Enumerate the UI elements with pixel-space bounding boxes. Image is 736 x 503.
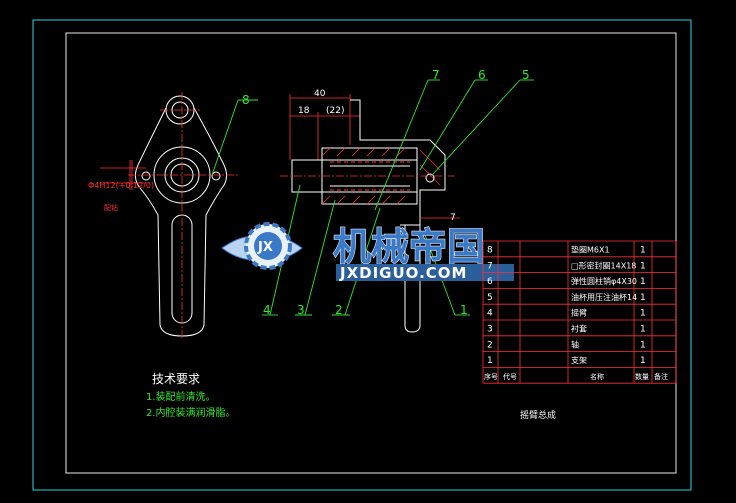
bom-row-name: 轴 bbox=[571, 339, 579, 349]
bom-header-code: 代号 bbox=[503, 372, 517, 381]
bom-header-no: 序号 bbox=[484, 372, 498, 381]
watermark-logo: JX bbox=[257, 240, 273, 255]
bom-row-name: □形密封圈14X18 bbox=[571, 260, 636, 270]
dim-tolerance: 7 bbox=[450, 213, 456, 223]
bom-row-qty: 1 bbox=[640, 340, 646, 350]
bom-header-name: 名称 bbox=[590, 372, 604, 381]
bom-row-no: 4 bbox=[487, 309, 493, 319]
balloon-8: 8 bbox=[242, 93, 250, 107]
bom-row-no: 8 bbox=[487, 246, 493, 256]
balloon-7: 7 bbox=[432, 68, 440, 82]
bom-header-note: 备注 bbox=[654, 372, 668, 381]
bom-row-name: 油杯用压注油杯14 bbox=[571, 292, 637, 302]
bom-caption: 摇臂总成 bbox=[520, 409, 556, 421]
bom-row-qty: 1 bbox=[640, 246, 646, 256]
bom-row-name: 弹性圆柱销φ4X30 bbox=[571, 276, 637, 286]
dim-inner: 18 bbox=[298, 106, 310, 116]
bom-header-qty: 数量 bbox=[635, 372, 649, 381]
balloon-4: 4 bbox=[263, 303, 271, 317]
leader-lines bbox=[211, 79, 534, 316]
balloon-6: 6 bbox=[478, 68, 486, 82]
watermark-cn: 机械帝国 bbox=[333, 225, 485, 269]
bom-row-no: 7 bbox=[487, 261, 493, 271]
bom-row-no: 5 bbox=[487, 293, 493, 303]
balloon-2: 2 bbox=[335, 303, 343, 317]
bom-row-no: 6 bbox=[487, 277, 493, 287]
balloon-5: 5 bbox=[522, 68, 530, 82]
drill-label: 配钻 bbox=[104, 203, 118, 212]
bom-row-no: 3 bbox=[487, 325, 493, 335]
bom-row-qty: 1 bbox=[640, 293, 646, 303]
section-view bbox=[280, 94, 460, 333]
notes-item-2: 2.内腔装满润滑脂。 bbox=[146, 406, 236, 419]
bom-row-no: 1 bbox=[487, 356, 493, 366]
bom-row-name: 摇臂 bbox=[571, 308, 587, 318]
bom-row-qty: 1 bbox=[640, 356, 646, 366]
bom-row-qty: 1 bbox=[640, 309, 646, 319]
fit-dimension: Φ4H12(+0.12/0) bbox=[88, 181, 154, 190]
notes-title: 技术要求 bbox=[152, 372, 200, 386]
watermark-en: JXDIGUO.COM bbox=[339, 264, 467, 282]
outer-border bbox=[32, 19, 692, 491]
dim-overall: 40 bbox=[314, 89, 326, 99]
balloon-3: 3 bbox=[297, 303, 305, 317]
bom-row-no: 2 bbox=[487, 340, 493, 350]
bom-row-name: 衬套 bbox=[571, 324, 587, 334]
bom-row-name: 支架 bbox=[571, 355, 587, 365]
bom-row-qty: 1 bbox=[640, 261, 646, 271]
bom-row-qty: 1 bbox=[640, 325, 646, 335]
notes-item-1: 1.装配前清洗。 bbox=[146, 390, 216, 403]
balloon-1: 1 bbox=[460, 303, 468, 317]
front-view bbox=[134, 95, 228, 337]
bom-row-name: 垫圈M6X1 bbox=[571, 245, 610, 255]
dim-ref: (22) bbox=[326, 106, 344, 116]
bom-row-qty: 1 bbox=[640, 277, 646, 287]
watermark: JX 机械帝国 JXDIGUO.COM bbox=[221, 222, 514, 282]
